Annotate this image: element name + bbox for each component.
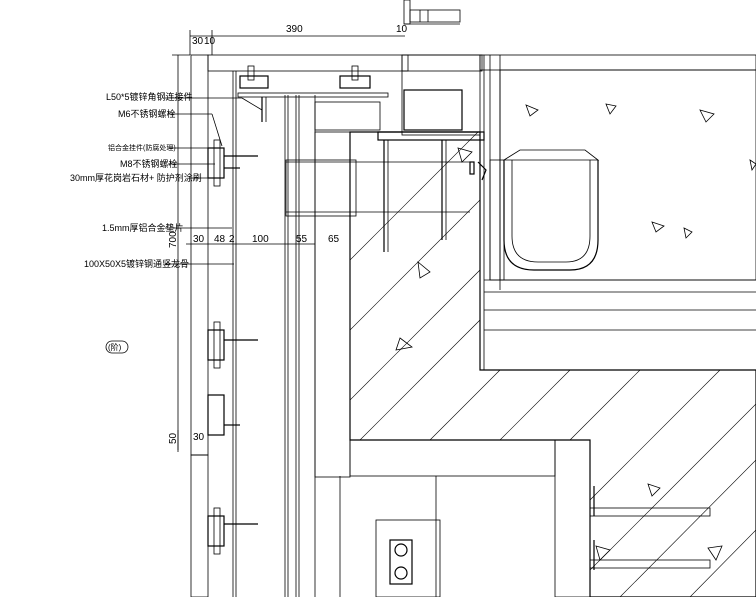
dim-top-30: 30 <box>192 36 204 47</box>
dimension-lines <box>172 30 405 452</box>
dim-mid-30: 30 <box>193 234 205 245</box>
top-angle <box>237 65 389 122</box>
dim-left-50: 50 <box>168 432 179 444</box>
vertical-studs <box>232 71 316 597</box>
dim-mid-55: 55 <box>296 234 308 245</box>
floor-slab <box>479 54 756 370</box>
dim-low-30: 30 <box>193 432 205 443</box>
lower-brackets <box>339 476 711 597</box>
label-steel-stud: 100X50X5镀锌钢通竖龙骨 <box>84 258 189 269</box>
label-angle-connector: L50*5镀锌角钢连接件 <box>106 91 193 102</box>
concrete-structure <box>349 131 756 597</box>
anchor-assembly <box>285 131 487 252</box>
dim-left-700: 700 <box>168 231 179 248</box>
label-granite-stone: 30mm厚花岗岩石材+ 防护剂涂刷 <box>70 172 202 183</box>
stone-cladding <box>190 54 209 597</box>
dim-mid-2: 2 <box>229 234 235 245</box>
dim-mid-100: 100 <box>252 234 269 245</box>
insulation-vertical <box>314 101 381 478</box>
side-tag: (阶) <box>105 340 129 354</box>
top-stone-cap <box>207 54 483 72</box>
label-aluminum-shim: 1.5mm厚铝合金垫片 <box>102 222 184 233</box>
dim-top-10b: 10 <box>396 24 408 35</box>
svg-text:(阶): (阶) <box>108 342 122 352</box>
leader-lines <box>165 97 263 265</box>
label-aluminum-clip: 铝合金挂件(防腐处理) <box>108 143 176 152</box>
label-m6-bolt: M6不锈钢螺栓 <box>118 108 176 119</box>
label-m8-bolt: M8不锈钢螺栓 <box>120 158 178 169</box>
dim-mid-65: 65 <box>328 234 340 245</box>
dim-top-390: 390 <box>286 24 303 35</box>
dim-mid-48: 48 <box>214 234 226 245</box>
dim-top-10: 10 <box>204 36 216 47</box>
insulation-horizontal <box>349 439 591 597</box>
stone-clips <box>207 139 258 555</box>
window-frame <box>401 0 481 136</box>
